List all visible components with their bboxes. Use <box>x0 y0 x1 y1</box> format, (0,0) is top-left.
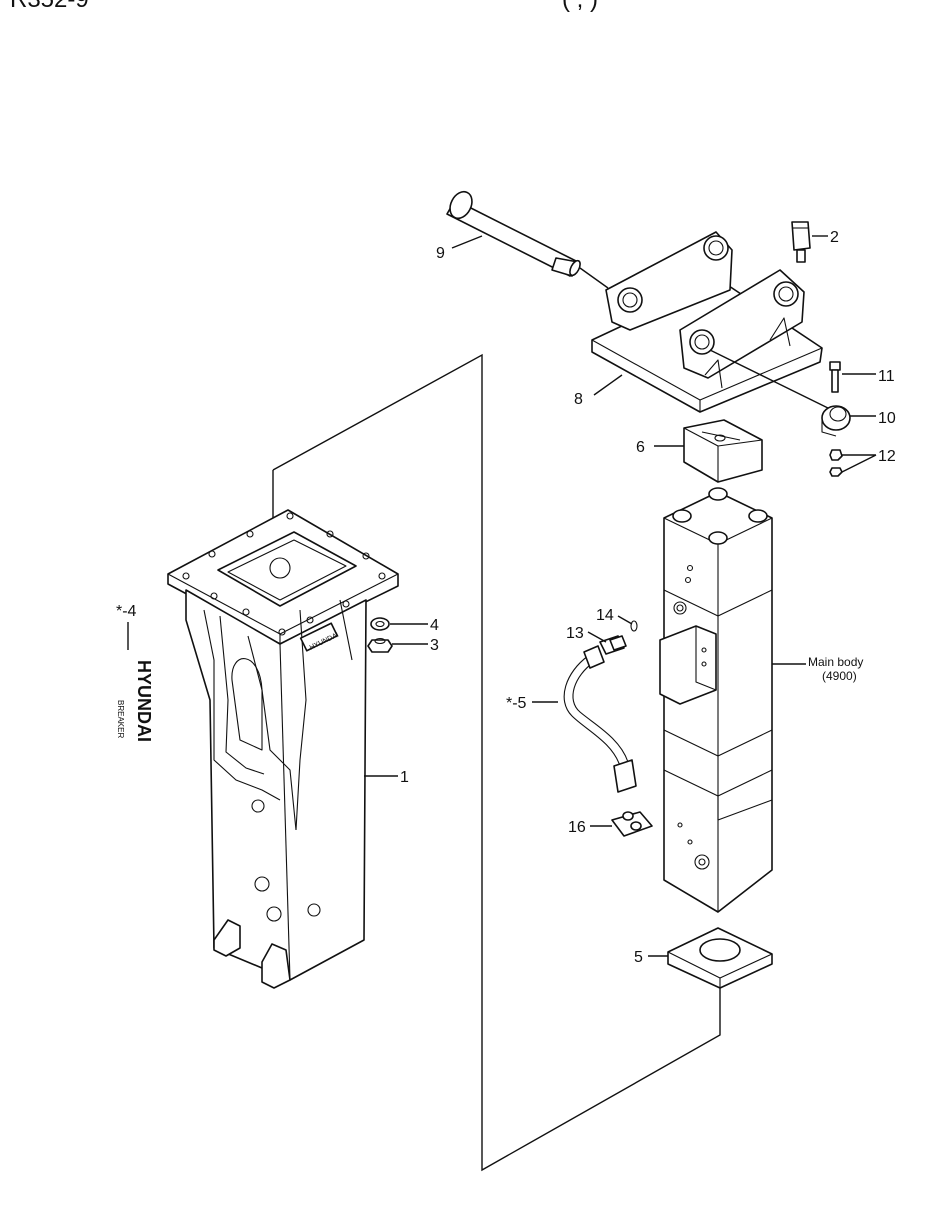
leader-pin-to-bracket <box>579 267 609 289</box>
callout-5: 5 <box>634 949 643 966</box>
callout-8: 8 <box>574 391 583 408</box>
callout-5-star: *-5 <box>506 695 527 712</box>
bushing-plate-part-5 <box>667 927 773 989</box>
bracket-part-8 <box>591 231 823 413</box>
collar-part-10 <box>821 405 851 437</box>
head-bolts <box>672 487 768 545</box>
main-body-unit <box>659 487 773 913</box>
plate-part-16 <box>611 811 653 837</box>
leader-9 <box>451 235 483 249</box>
decal-brand-text: HYUNDAI <box>134 660 154 742</box>
model-code-header: R352-9 <box>10 0 89 12</box>
bolt-part-11 <box>829 361 841 393</box>
frame-bolt-holes <box>182 512 386 636</box>
adapter-part-13 <box>599 635 627 655</box>
leader-8 <box>593 374 623 396</box>
main-body-code: (4900) <box>822 669 857 683</box>
callout-4-star: *-4 <box>116 603 137 620</box>
callout-11: 11 <box>878 368 895 385</box>
decal-sub-text: BREAKER <box>116 700 125 738</box>
leader-12 <box>841 454 877 473</box>
callout-13: 13 <box>566 625 584 642</box>
bolt-part-2 <box>791 221 811 263</box>
cushion-part-6 <box>683 419 763 483</box>
leader-14 <box>617 615 633 625</box>
frame-part-1: HYUNDAI <box>167 509 399 989</box>
header-right-fragment: ( , ) <box>562 0 598 12</box>
callout-9: 9 <box>436 245 445 262</box>
callout-3: 3 <box>430 637 439 654</box>
oring-part-14 <box>630 620 638 632</box>
callout-10: 10 <box>878 410 896 427</box>
callout-6: 6 <box>636 439 645 456</box>
callout-4: 4 <box>430 617 439 634</box>
callout-14: 14 <box>596 607 614 624</box>
callout-12: 12 <box>878 448 896 465</box>
callout-1: 1 <box>400 769 409 786</box>
leader-bracket-to-collar <box>709 349 833 411</box>
nuts-part-12 <box>829 449 843 477</box>
assembly-boundary-line <box>272 353 721 1172</box>
washer-part-4 <box>370 617 390 631</box>
leader-13 <box>587 631 607 643</box>
pin-part-9 <box>446 190 581 277</box>
callout-2: 2 <box>830 229 839 246</box>
nut-part-3 <box>367 637 393 653</box>
brand-decal <box>299 622 339 652</box>
callout-16: 16 <box>568 819 586 836</box>
main-body-label: Main body <box>808 655 863 669</box>
hose-part-5 <box>563 645 637 793</box>
